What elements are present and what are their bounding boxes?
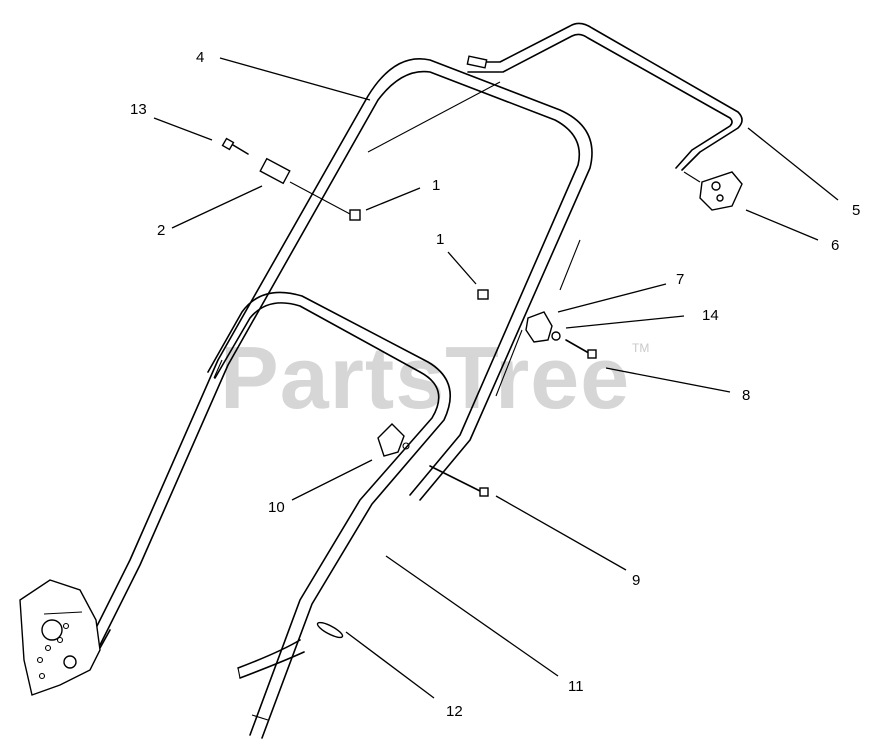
watermark-text: PartsTree	[220, 328, 630, 427]
callout-8: 8	[742, 387, 750, 404]
callout-12: 12	[446, 703, 463, 720]
watermark-trademark: TM	[632, 341, 649, 355]
callout-labels: 1 1 2 4 5 6 7 8 9 10 11 12 13 14	[130, 49, 860, 720]
callout-2: 2	[157, 222, 165, 239]
cable-strap	[316, 621, 344, 639]
callout-1-lower: 1	[436, 231, 444, 248]
callout-9: 9	[632, 572, 640, 589]
callout-13: 13	[130, 101, 147, 118]
bail-bracket	[683, 171, 743, 211]
nut-1-right	[477, 289, 489, 300]
control-bail	[466, 22, 743, 171]
callout-5: 5	[852, 202, 860, 219]
cable-clip-assembly	[495, 239, 597, 397]
bolt-13-assembly	[221, 137, 361, 221]
callout-7: 7	[676, 271, 684, 288]
leader-lines	[153, 57, 839, 699]
callout-6: 6	[831, 237, 839, 254]
callout-4: 4	[196, 49, 204, 66]
callout-10: 10	[268, 499, 285, 516]
lower-handle	[207, 291, 452, 739]
callout-1-upper: 1	[432, 177, 440, 194]
callout-11: 11	[568, 678, 584, 695]
callout-14: 14	[702, 307, 719, 324]
deck-handle-bracket	[19, 579, 101, 696]
control-cable	[367, 81, 501, 153]
knob-bolt-assembly	[377, 423, 489, 497]
